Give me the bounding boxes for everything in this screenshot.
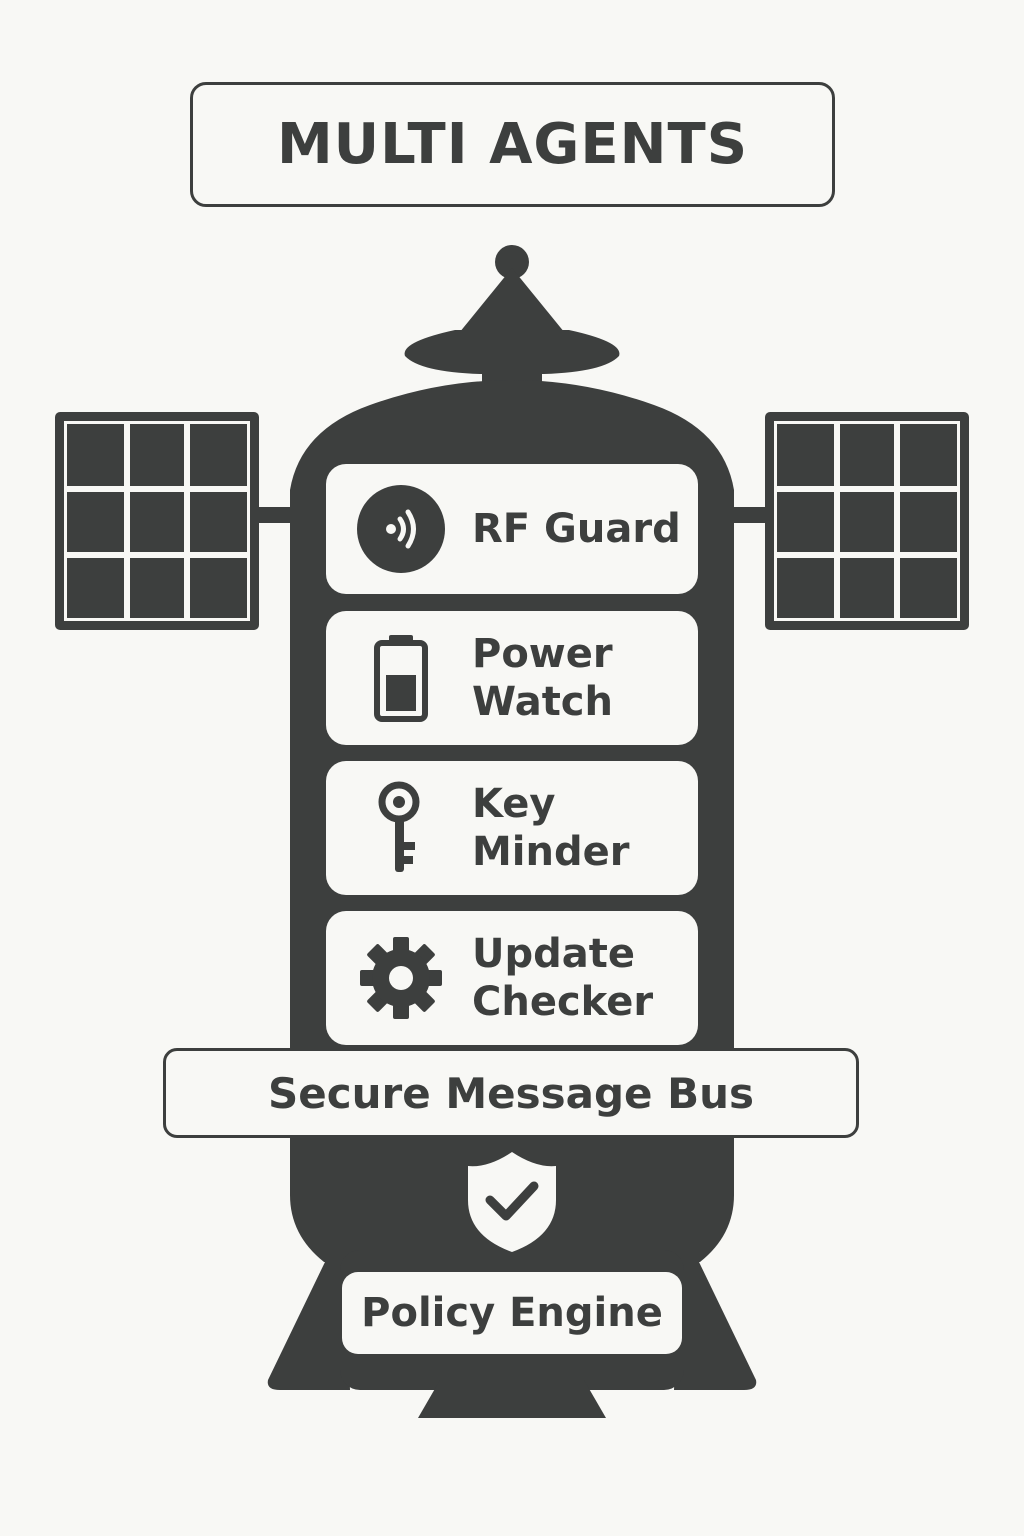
- policy-label: Policy Engine: [361, 1290, 663, 1336]
- agent-card-rf-guard: RF Guard: [326, 464, 698, 594]
- left-fin: [267, 1262, 350, 1390]
- agent-card-update-checker: Update Checker: [326, 911, 698, 1045]
- left-panel-arm: [255, 507, 295, 523]
- title-banner: MULTI AGENTS: [190, 82, 835, 207]
- battery-icon: [356, 633, 446, 723]
- policy-engine: Policy Engine: [342, 1272, 682, 1354]
- right-solar-panel: [765, 412, 969, 630]
- agent-label: Update Checker: [472, 931, 654, 1025]
- agent-card-power-watch: Power Watch: [326, 611, 698, 745]
- antenna-cone: [455, 268, 569, 338]
- rf-signal-icon: [356, 484, 446, 574]
- agent-label: Key Minder: [472, 781, 630, 875]
- gear-icon: [356, 933, 446, 1023]
- agent-label: Power Watch: [472, 631, 613, 725]
- nozzle: [418, 1380, 606, 1418]
- shield-check-icon: [468, 1152, 556, 1252]
- key-icon: [356, 781, 446, 873]
- antenna-tip: [495, 245, 529, 279]
- bus-label: Secure Message Bus: [267, 1068, 755, 1118]
- agent-card-key-minder: Key Minder: [326, 761, 698, 895]
- left-solar-panel: [55, 412, 259, 630]
- secure-message-bus: Secure Message Bus: [163, 1048, 859, 1138]
- antenna-dish: [404, 330, 620, 374]
- title-text: MULTI AGENTS: [276, 112, 749, 177]
- right-panel-arm: [729, 507, 769, 523]
- agent-label: RF Guard: [472, 506, 681, 552]
- right-fin: [674, 1262, 757, 1390]
